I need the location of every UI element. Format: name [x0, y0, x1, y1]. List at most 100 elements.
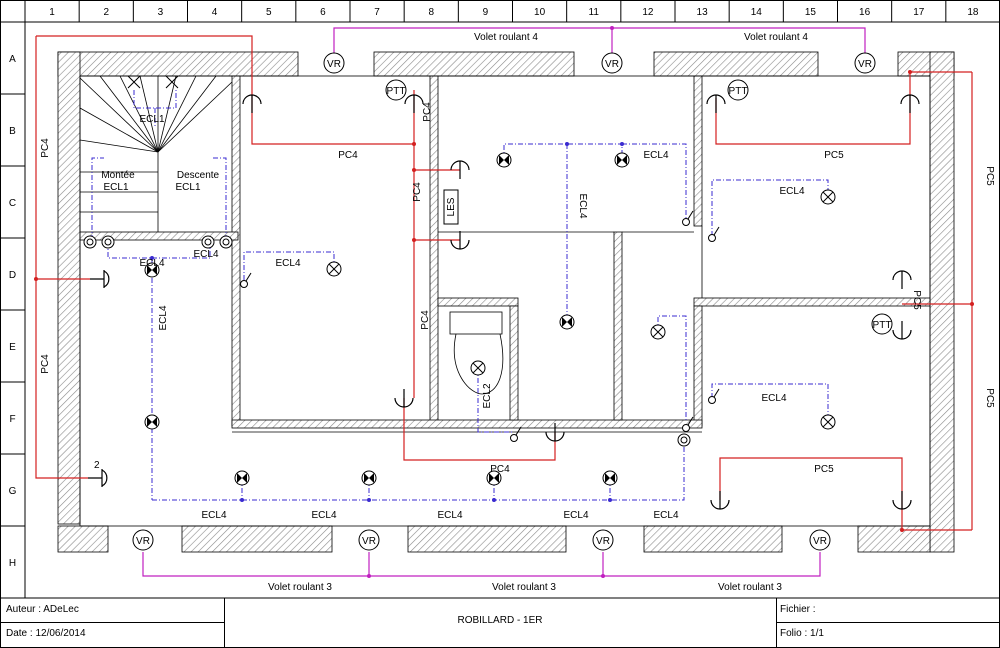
row-header: A — [9, 54, 16, 65]
row-header: E — [9, 342, 16, 353]
row-header: B — [9, 126, 16, 137]
shutter-circuits — [142, 27, 866, 577]
column-header: 2 — [103, 7, 109, 18]
ecl4-label: ECL4 — [761, 393, 786, 404]
pc5-vertical-label: PC5 — [984, 388, 995, 408]
ptt-label: PTT — [387, 86, 406, 97]
power-labels: PC4 PC5 PC5 PC4 PC4 PC4 PC4 PC4 PC4 PC5 … — [40, 102, 995, 475]
ecl4-label: ECL4 — [779, 186, 804, 197]
ecl4-label: ECL4 — [275, 258, 300, 269]
column-header: 7 — [374, 7, 380, 18]
column-header: 11 — [589, 7, 600, 18]
row-header: F — [9, 414, 15, 425]
ecl4-label: ECL4 — [653, 510, 678, 521]
pc5-label: PC5 — [824, 150, 844, 161]
ptt-labels: PTT PTT PTT — [387, 86, 892, 331]
ecl4-label: ECL4 — [193, 249, 218, 260]
vr-labels: VR VR VR VR VR VR VR — [136, 59, 872, 547]
row-header: H — [9, 558, 16, 569]
vr-label: VR — [605, 59, 619, 70]
column-header: 10 — [534, 7, 546, 18]
column-header: 18 — [967, 7, 979, 18]
shutter-label-bottom-left: Volet roulant 3 — [268, 582, 332, 593]
les-label: LES — [446, 197, 457, 216]
shutter-label-top-right: Volet roulant 4 — [744, 32, 808, 43]
column-header: 8 — [428, 7, 434, 18]
ptt-label: PTT — [729, 86, 748, 97]
column-header: 9 — [483, 7, 489, 18]
row-header: D — [9, 270, 16, 281]
pc4-vertical-label: PC4 — [422, 102, 433, 122]
pc5-vertical-label: PC5 — [984, 166, 995, 186]
row-headers: A B C D E F G H — [0, 21, 25, 569]
ecl4-vertical-label: ECL4 — [158, 305, 169, 330]
wall-lamps — [326, 189, 836, 430]
column-header: 15 — [805, 7, 817, 18]
row-header: G — [9, 486, 17, 497]
bath-fixture — [449, 311, 504, 395]
lighting-junctions — [150, 142, 624, 502]
vr-label: VR — [136, 536, 150, 547]
row-header: C — [9, 198, 16, 209]
switches — [240, 210, 720, 442]
ceiling-lamps — [144, 152, 630, 486]
pc4-vertical-label: PC4 — [412, 182, 423, 202]
vr-label: VR — [596, 536, 610, 547]
shutter-label-bottom-mid: Volet roulant 3 — [492, 582, 556, 593]
ecl4-label: ECL4 — [563, 510, 588, 521]
vr-label: VR — [362, 536, 376, 547]
stair-down-label: Descente — [177, 170, 220, 181]
file-field: Fichier : — [780, 604, 816, 615]
pc4-vertical-label: PC4 — [40, 138, 51, 158]
ecl4-vertical-label: ECL4 — [577, 193, 588, 218]
column-header: 13 — [697, 7, 709, 18]
shutter-label-top-left: Volet roulant 4 — [474, 32, 538, 43]
pc5-vertical-label: PC5 — [911, 290, 922, 310]
column-header: 5 — [266, 7, 272, 18]
drawing-title: ROBILLARD - 1ER — [457, 615, 543, 626]
pc5-label: PC5 — [814, 464, 834, 475]
pc4-vertical-label: PC4 — [420, 310, 431, 330]
ecl4-label: ECL4 — [437, 510, 462, 521]
staircase — [79, 75, 233, 232]
shutter-junctions — [367, 26, 614, 578]
vr-label: VR — [813, 536, 827, 547]
column-header: 17 — [913, 7, 925, 18]
column-header: 14 — [751, 7, 763, 18]
vr-label: VR — [327, 59, 341, 70]
side-outlets — [88, 270, 110, 487]
ptt-sockets — [385, 79, 893, 335]
lighting-labels: ECL1 Montée ECL1 Descente ECL1 ECL4 ECL4… — [101, 114, 805, 521]
thin-outlines — [79, 75, 931, 527]
stair-switches — [126, 75, 180, 89]
stair-down-ecl1-label: ECL1 — [175, 182, 200, 193]
column-header: 4 — [212, 7, 218, 18]
ptt-label: PTT — [873, 320, 892, 331]
folio-field: Folio : 1/1 — [780, 628, 824, 639]
ecl4-label: ECL4 — [311, 510, 336, 521]
column-header: 16 — [859, 7, 871, 18]
pc4-vertical-label: PC4 — [40, 354, 51, 374]
vr-label: VR — [858, 59, 872, 70]
pc4-label: PC4 — [338, 150, 358, 161]
les-box — [443, 189, 459, 225]
stair-up-label: Montée — [101, 170, 135, 181]
column-header: 1 — [49, 7, 55, 18]
lighting-circuits — [91, 90, 829, 501]
column-header: 3 — [158, 7, 164, 18]
outlet-superscript: 2 — [94, 460, 100, 471]
walls — [57, 51, 955, 553]
title-block: Auteur : ADeLec Date : 12/06/2014 ROBILL… — [0, 598, 1000, 648]
column-header: 12 — [642, 7, 654, 18]
power-junctions — [34, 70, 974, 532]
push-button-rings — [83, 235, 691, 447]
ecl4-label: ECL4 — [139, 258, 164, 269]
shutter-label-bottom-right: Volet roulant 3 — [718, 582, 782, 593]
pc4-label: PC4 — [490, 464, 510, 475]
ecl4-label: ECL4 — [643, 150, 668, 161]
column-header: 6 — [320, 7, 326, 18]
power-circuits — [35, 35, 973, 531]
ecl1-label: ECL1 — [139, 114, 164, 125]
author-field: Auteur : ADeLec — [6, 604, 79, 615]
